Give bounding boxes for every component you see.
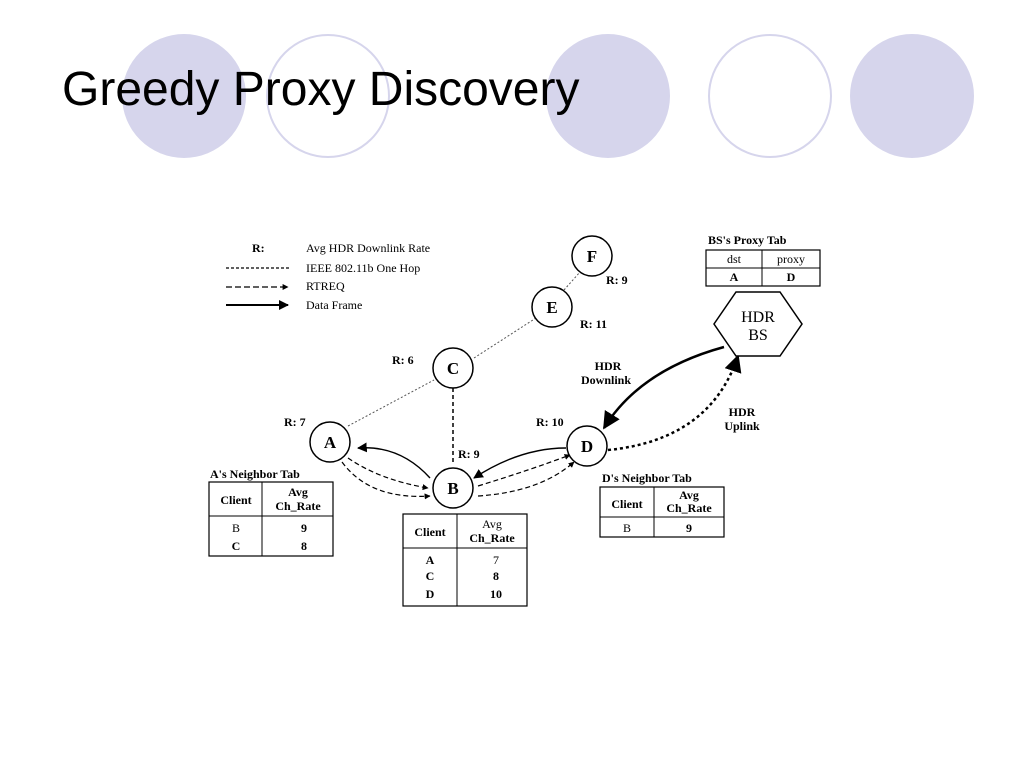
svg-text:Client: Client: [611, 497, 642, 511]
svg-text:C: C: [426, 569, 435, 583]
svg-text:Ch_Rate: Ch_Rate: [275, 499, 321, 513]
svg-text:D: D: [787, 270, 796, 284]
svg-text:10: 10: [490, 587, 502, 601]
svg-text:Avg: Avg: [679, 488, 699, 502]
svg-text:8: 8: [301, 539, 307, 553]
svg-text:B: B: [447, 479, 458, 498]
bs-proxy-table-title: BS's Proxy Tab: [708, 233, 787, 247]
node-e-rate: R: 11: [580, 317, 607, 331]
uplink-label-2: Uplink: [724, 419, 760, 433]
node-a-rate: R: 7: [284, 415, 306, 429]
svg-text:Avg: Avg: [288, 485, 308, 499]
rtreq-b-to-d-2: [477, 461, 575, 497]
svg-text:proxy: proxy: [777, 252, 805, 266]
node-f-rate: R: 9: [606, 273, 628, 287]
dataframe-b-to-a: [357, 442, 431, 479]
uplink-label-1: HDR: [729, 405, 756, 419]
link-a-c: [347, 379, 435, 427]
svg-text:E: E: [546, 298, 557, 317]
node-b: B R: 9: [432, 447, 480, 509]
node-e: E R: 11: [531, 286, 607, 331]
legend-rtreq: RTREQ: [306, 279, 345, 293]
svg-text:Client: Client: [220, 493, 251, 507]
svg-text:dst: dst: [727, 252, 742, 266]
bs-proxy-table: BS's Proxy Tab dst proxy A D: [705, 233, 821, 287]
svg-text:D: D: [581, 437, 593, 456]
downlink-label-1: HDR: [595, 359, 622, 373]
b-neighbor-table: Client Avg Ch_Rate A 7 C 8 D 10: [402, 513, 528, 607]
a-neighbor-table: A's Neighbor Tab Client Avg Ch_Rate B 9 …: [208, 467, 334, 557]
hdr-downlink-arrow: [602, 345, 725, 430]
node-d-rate: R: 10: [536, 415, 564, 429]
legend-r-desc: Avg HDR Downlink Rate: [306, 241, 430, 255]
svg-text:B: B: [232, 521, 240, 535]
svg-text:A: A: [324, 433, 337, 452]
legend-r-key: R:: [252, 241, 265, 255]
svg-text:7: 7: [493, 553, 499, 567]
svg-text:D: D: [426, 587, 435, 601]
legend-onehop: IEEE 802.11b One Hop: [306, 261, 420, 275]
svg-text:A: A: [730, 270, 739, 284]
node-c: C R: 6: [392, 347, 474, 389]
decorative-circle-4: [708, 34, 832, 158]
link-e-f: [563, 271, 581, 291]
bs-line1: HDR: [741, 309, 775, 326]
dataframe-d-to-b: [473, 447, 567, 479]
svg-text:B: B: [623, 521, 631, 535]
svg-text:A: A: [426, 553, 435, 567]
legend: R: Avg HDR Downlink Rate IEEE 802.11b On…: [226, 241, 430, 312]
decorative-circle-1: [122, 34, 246, 158]
node-a: A R: 7: [284, 415, 351, 463]
a-neighbor-table-title: A's Neighbor Tab: [210, 467, 300, 481]
slide-title: Greedy Proxy Discovery: [62, 63, 580, 116]
svg-text:Client: Client: [414, 525, 445, 539]
downlink-label-2: Downlink: [581, 373, 631, 387]
svg-text:C: C: [232, 539, 241, 553]
bs-line2: BS: [748, 327, 768, 344]
svg-text:F: F: [587, 247, 597, 266]
node-c-rate: R: 6: [392, 353, 414, 367]
node-d: D R: 10: [536, 415, 608, 467]
svg-text:9: 9: [686, 521, 692, 535]
decorative-circle-2: [266, 34, 390, 158]
node-b-rate: R: 9: [458, 447, 480, 461]
link-c-e: [473, 317, 537, 359]
node-f: F R: 9: [571, 235, 628, 287]
svg-text:Avg: Avg: [482, 517, 502, 531]
rtreq-b-to-d: [477, 454, 571, 487]
svg-text:8: 8: [493, 569, 499, 583]
decorative-circle-5: [850, 34, 974, 158]
svg-text:Ch_Rate: Ch_Rate: [666, 501, 712, 515]
one-hop-links: [347, 271, 581, 427]
hdr-base-station: HDR BS: [713, 291, 803, 357]
hdr-uplink-arrow: [607, 354, 742, 452]
rtreq-a-to-b-2: [341, 461, 431, 500]
legend-dataframe: Data Frame: [306, 298, 362, 312]
svg-text:C: C: [447, 359, 459, 378]
d-neighbor-table: D's Neighbor Tab Client Avg Ch_Rate B 9: [599, 471, 725, 538]
svg-text:Ch_Rate: Ch_Rate: [469, 531, 515, 545]
d-neighbor-table-title: D's Neighbor Tab: [602, 471, 692, 485]
rtreq-a-to-b: [347, 457, 429, 491]
svg-text:9: 9: [301, 521, 307, 535]
decorative-circle-3: [546, 34, 670, 158]
